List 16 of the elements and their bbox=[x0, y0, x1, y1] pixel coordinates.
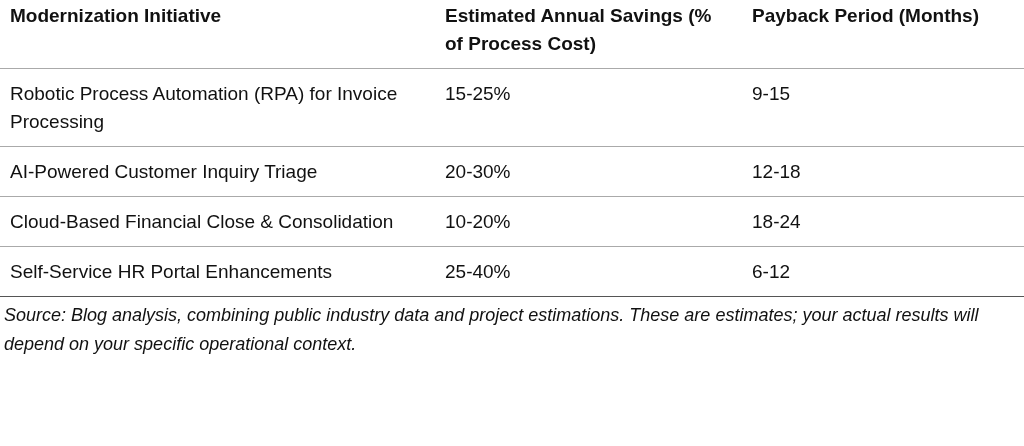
table-value: 12-18 bbox=[742, 146, 1024, 197]
initiative-name: AI-Powered Customer Inquiry Triage bbox=[0, 146, 435, 197]
table-value: 6-12 bbox=[742, 246, 1024, 297]
initiative-name: Self-Service HR Portal Enhancements bbox=[0, 246, 435, 297]
table-value: 18-24 bbox=[742, 196, 1024, 247]
table-value: 20-30% bbox=[435, 146, 742, 197]
column-header: Estimated Annual Savings (% of Process Cost) bbox=[435, 0, 742, 69]
table-value: 9-15 bbox=[742, 68, 1024, 147]
table-value: 25-40% bbox=[435, 246, 742, 297]
column-header: Modernization Initiative bbox=[0, 0, 435, 69]
table-value: 15-25% bbox=[435, 68, 742, 147]
column-header: Payback Period (Months) bbox=[742, 0, 1024, 69]
table-value: 10-20% bbox=[435, 196, 742, 247]
initiative-name: Cloud-Based Financial Close & Consolidation bbox=[0, 196, 435, 247]
source-note: Source: Blog analysis, combining public industry data and project estimations. These are estimates; your actual results will depend on your specific operational context. bbox=[3, 304, 980, 356]
initiative-name: Robotic Process Automation (RPA) for Invoice Processing bbox=[0, 68, 435, 147]
